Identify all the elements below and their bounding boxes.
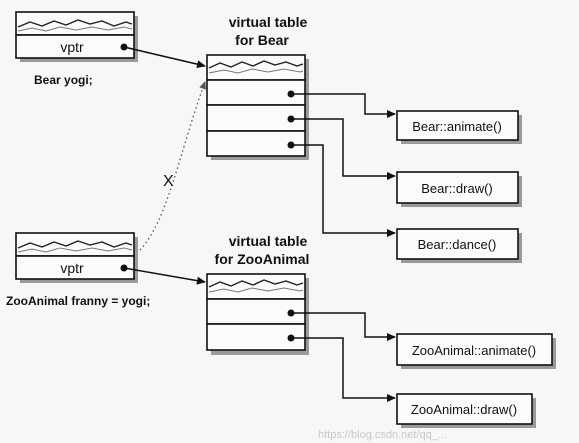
zooanimal-vptr-arrow <box>123 267 206 285</box>
bear-dance-label: Bear::dance() <box>418 237 497 252</box>
crossed-dotted-link <box>139 81 206 251</box>
bear-declaration: Bear yogi; <box>34 73 93 87</box>
bear-vptr-cell <box>15 34 135 59</box>
bear-vtable-title-line2: for Bear <box>235 32 289 48</box>
zooanimal-declaration: ZooAnimal franny = yogi; <box>6 294 150 308</box>
bear-vtable-title-line1: virtual table <box>229 14 308 30</box>
zooanimal-vtable <box>206 273 309 355</box>
bear-slot2-arrow <box>291 118 396 180</box>
bear-animate-label: Bear::animate() <box>412 119 502 134</box>
bear-function-boxes: Bear::animate() Bear::draw() Bear::dance… <box>396 110 522 263</box>
bear-draw-box <box>396 171 519 204</box>
zooanimal-draw-box <box>396 393 533 425</box>
zooanimal-slot2-arrow <box>291 337 396 402</box>
zooanimal-slot1-arrow <box>291 312 396 341</box>
zooanimal-draw-label: ZooAnimal::draw() <box>411 402 517 417</box>
zooanimal-vtable-title-line1: virtual table <box>229 233 308 249</box>
bear-vtable <box>206 54 309 160</box>
bear-slot1-arrow <box>291 93 396 118</box>
bear-vptr-arrow <box>123 46 206 69</box>
bear-animate-box <box>396 110 519 141</box>
bear-object: vptr <box>15 11 138 62</box>
zooanimal-function-boxes: ZooAnimal::animate() ZooAnimal::draw() <box>396 333 556 428</box>
zooanimal-vtable-title-line2: for ZooAnimal <box>215 251 310 267</box>
bear-dance-box <box>396 228 519 260</box>
bear-draw-label: Bear::draw() <box>421 181 493 196</box>
zooanimal-vptr-cell <box>15 255 135 280</box>
zooanimal-animate-label: ZooAnimal::animate() <box>412 343 536 358</box>
watermark: https://blog.csdn.net/qq_... <box>318 429 447 441</box>
bear-slot3-arrow <box>291 144 396 237</box>
bear-vptr-label: vptr <box>60 39 84 55</box>
crossed-link-x: X <box>163 173 174 190</box>
zooanimal-animate-box <box>396 333 553 366</box>
zooanimal-vptr-label: vptr <box>60 260 84 276</box>
zooanimal-object: vptr <box>15 232 138 283</box>
